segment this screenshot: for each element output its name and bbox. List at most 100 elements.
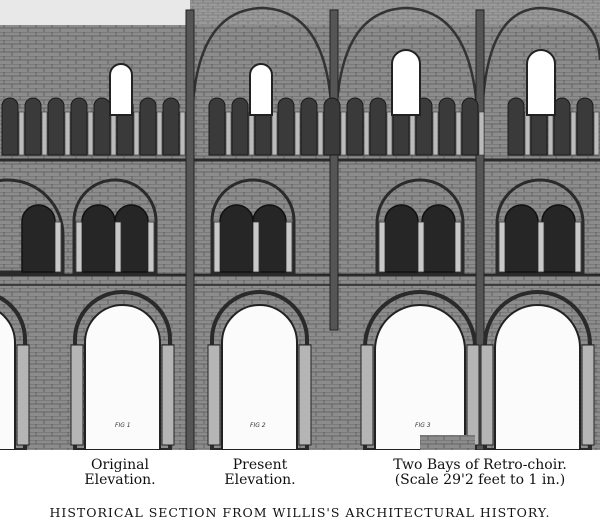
triforium-arcade <box>1 97 600 156</box>
upper-windows <box>109 49 556 116</box>
colonnette <box>317 111 324 156</box>
pier-shaft <box>298 344 312 446</box>
middle-arcade <box>0 178 585 274</box>
column <box>54 221 62 273</box>
colonnette <box>110 111 117 156</box>
triforium-arch <box>369 97 387 156</box>
arcade-opening <box>114 204 149 273</box>
column <box>537 221 545 273</box>
main-arch-opening <box>494 304 581 450</box>
triforium-arch <box>70 97 88 156</box>
caption-line: Original <box>91 457 149 473</box>
pier-shaft <box>16 344 30 446</box>
triforium-arch <box>47 97 65 156</box>
colonnette <box>340 111 347 156</box>
triforium-arch <box>1 97 19 156</box>
triforium-arch <box>507 97 525 156</box>
colonnette <box>547 111 554 156</box>
colonnette <box>225 111 232 156</box>
caption-original-elevation: Original Elevation. <box>60 458 180 488</box>
colonnette <box>271 111 278 156</box>
column <box>252 221 260 273</box>
column <box>454 221 462 273</box>
fig-label-2: FIG 2 <box>250 422 266 429</box>
main-arcade <box>0 290 595 450</box>
outer-arch-moulding <box>0 295 27 450</box>
column <box>378 221 386 273</box>
string-courses <box>0 158 600 286</box>
colonnette <box>294 111 301 156</box>
column <box>114 221 122 273</box>
main-arch-opening <box>0 311 16 450</box>
pier-shaft <box>581 344 595 446</box>
column <box>498 221 506 273</box>
caption-line: (Scale 29'2 feet to 1 in.) <box>394 472 566 488</box>
outer-arch-moulding <box>73 290 172 450</box>
column <box>574 221 582 273</box>
caption-present-elevation: Present Elevation. <box>200 458 320 488</box>
pier-shaft <box>360 344 374 446</box>
triforium-arch <box>208 97 226 156</box>
colonnette <box>248 111 255 156</box>
pier-shaft <box>70 344 84 446</box>
main-arch-opening <box>84 304 161 450</box>
colonnette <box>455 111 462 156</box>
colonnette <box>432 111 439 156</box>
column <box>213 221 221 273</box>
arcade-opening <box>219 204 254 273</box>
column <box>75 221 83 273</box>
arcade-opening <box>81 204 116 273</box>
colonnette <box>409 111 416 156</box>
colonnette <box>133 111 140 156</box>
pier-shaft <box>480 344 494 446</box>
arcade-opening <box>541 204 576 273</box>
triforium-arch <box>300 97 318 156</box>
arcade-opening <box>384 204 419 273</box>
arcade-opening <box>252 204 287 273</box>
caption-line: Elevation. <box>224 472 296 488</box>
outer-arch-moulding <box>210 290 309 450</box>
triforium-arch <box>162 97 180 156</box>
colonnette <box>478 111 485 156</box>
colonnette <box>87 111 94 156</box>
triforium-arch <box>231 97 249 156</box>
triforium-arch <box>139 97 157 156</box>
fig-label-3: FIG 3 <box>415 422 431 429</box>
caption-line: Elevation. <box>84 472 156 488</box>
pier-shaft <box>161 344 175 446</box>
triforium-arch <box>553 97 571 156</box>
triforium-arch <box>323 97 341 156</box>
arcade-opening <box>504 204 539 273</box>
fig-label-1: FIG 1 <box>115 422 131 429</box>
colonnette <box>593 111 600 156</box>
triforium-arch <box>461 97 479 156</box>
outer-arch-moulding <box>483 290 592 450</box>
colonnette <box>524 111 531 156</box>
arcade-opening <box>21 204 56 273</box>
column <box>417 221 425 273</box>
triforium-arch <box>277 97 295 156</box>
colonnette <box>179 111 186 156</box>
triforium-arch <box>438 97 456 156</box>
enclosing-arch <box>0 178 65 274</box>
enclosing-arch <box>495 178 585 274</box>
architectural-elevation-drawing: FIG 1 FIG 2 FIG 3 <box>0 0 600 450</box>
outer-arch-moulding <box>363 290 477 450</box>
caption-line: Two Bays of Retro-choir. <box>393 457 567 473</box>
colonnette <box>41 111 48 156</box>
colonnette <box>64 111 71 156</box>
main-arch-opening <box>221 304 298 450</box>
enclosing-arch <box>72 178 158 274</box>
enclosing-arch <box>375 178 465 274</box>
colonnette <box>18 111 25 156</box>
enclosing-arch <box>210 178 296 274</box>
column <box>147 221 155 273</box>
triforium-arch <box>93 97 111 156</box>
vertical-shafts <box>185 9 485 450</box>
pier-shaft <box>207 344 221 446</box>
colonnette <box>363 111 370 156</box>
colonnette <box>386 111 393 156</box>
column <box>285 221 293 273</box>
triforium-arch <box>346 97 364 156</box>
